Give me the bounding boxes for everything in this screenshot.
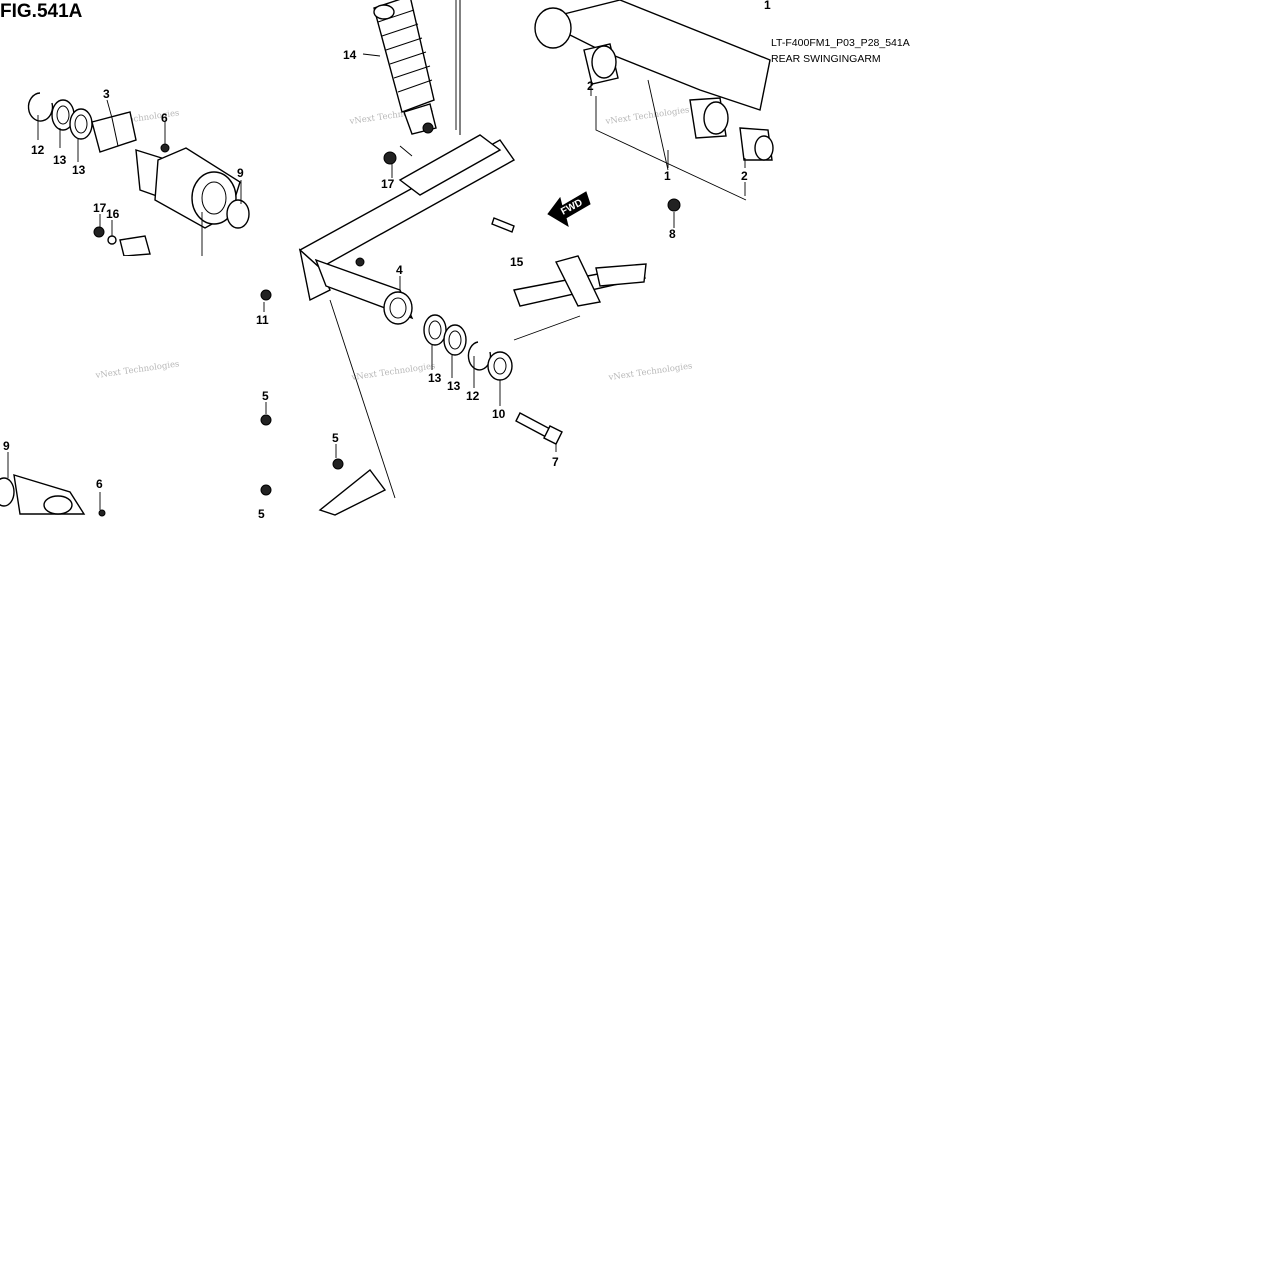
callout-number: 13 bbox=[428, 371, 442, 385]
callout-number: 6 bbox=[161, 111, 168, 125]
bolt-part bbox=[332, 458, 344, 470]
callout-number: 4 bbox=[396, 263, 403, 277]
shock-absorber-part bbox=[373, 0, 437, 135]
pivot-sleeve-end bbox=[383, 291, 413, 325]
o-ring-part bbox=[226, 199, 250, 229]
callout-number: 11 bbox=[256, 313, 269, 327]
callout-number: 1 bbox=[664, 169, 671, 183]
callout-number: 7 bbox=[552, 455, 559, 469]
lower-bracket-part bbox=[318, 469, 387, 516]
callout-number: 13 bbox=[447, 379, 461, 393]
nut-part bbox=[667, 198, 681, 212]
bearing-part bbox=[69, 108, 93, 140]
watermark: vNext Technologies bbox=[604, 105, 690, 127]
forward-direction-arrow: FWD bbox=[547, 191, 591, 228]
nut-part bbox=[93, 226, 105, 238]
callout-number: 2 bbox=[587, 79, 594, 93]
callout-number: 5 bbox=[258, 507, 265, 521]
swingarm-detail-assembly bbox=[513, 255, 647, 341]
swingarm-crossmember-part bbox=[537, 0, 771, 111]
callout-number: 12 bbox=[466, 389, 480, 403]
circlip-part bbox=[467, 341, 492, 371]
callout-number: 5 bbox=[332, 431, 339, 445]
cap-part bbox=[487, 351, 513, 381]
drawing-code: LT-F400FM1_P03_P28_541A bbox=[771, 37, 910, 49]
nut-part bbox=[383, 151, 397, 165]
figure-subtitle: REAR SWINGINGARM bbox=[771, 53, 881, 65]
callout-number: 13 bbox=[53, 153, 67, 167]
bolt-part bbox=[260, 289, 272, 301]
callout-number: 12 bbox=[31, 143, 45, 157]
callout-number: 1 bbox=[764, 0, 771, 12]
watermark: vNext Technologies bbox=[607, 361, 693, 383]
watermark: vNext Technologies bbox=[350, 361, 436, 383]
circlip-part bbox=[27, 92, 54, 122]
bearing-part bbox=[423, 314, 447, 346]
lower-left-detail-assembly bbox=[0, 474, 106, 517]
callout-number: 17 bbox=[93, 201, 107, 215]
callout-number: 6 bbox=[96, 477, 103, 491]
callout-number: 9 bbox=[237, 166, 244, 180]
leader-lines bbox=[7, 53, 746, 510]
callout-number: 2 bbox=[741, 169, 748, 183]
washer-part bbox=[107, 235, 117, 245]
callout-number: 8 bbox=[669, 227, 676, 241]
swingarm-center-assembly bbox=[260, 0, 563, 516]
o-ring-part bbox=[0, 477, 15, 507]
callout-number: 16 bbox=[106, 207, 120, 221]
swingarm-bush-assembly bbox=[534, 0, 774, 212]
panel-divider bbox=[0, 256, 256, 260]
callout-number: 15 bbox=[510, 255, 524, 269]
collar-bracket-part bbox=[91, 111, 137, 153]
callout-number: 9 bbox=[3, 439, 10, 453]
left-pivot-assembly bbox=[27, 92, 250, 257]
callout-number: 17 bbox=[381, 177, 395, 191]
bolt-part bbox=[260, 414, 272, 426]
watermark: vNext Technologies bbox=[94, 359, 180, 381]
callout-labels: 1 1 2 2 3 4 5 5 5 6 6 7 8 9 9 10 11 12 1… bbox=[3, 0, 771, 521]
nut-part bbox=[160, 143, 170, 153]
watermark-group: vNext Technologies vNext Technologies vN… bbox=[94, 105, 693, 383]
callout-number: 13 bbox=[72, 163, 86, 177]
callout-number: 3 bbox=[103, 87, 110, 101]
flange-bore bbox=[191, 171, 237, 225]
callout-number: 10 bbox=[492, 407, 506, 421]
bearing-part bbox=[443, 324, 467, 356]
bolt-part bbox=[260, 484, 272, 496]
bush-part bbox=[119, 235, 151, 257]
callout-number: 5 bbox=[262, 389, 269, 403]
callout-number: 14 bbox=[343, 48, 357, 62]
figure-title: FIG.541A bbox=[0, 1, 83, 22]
